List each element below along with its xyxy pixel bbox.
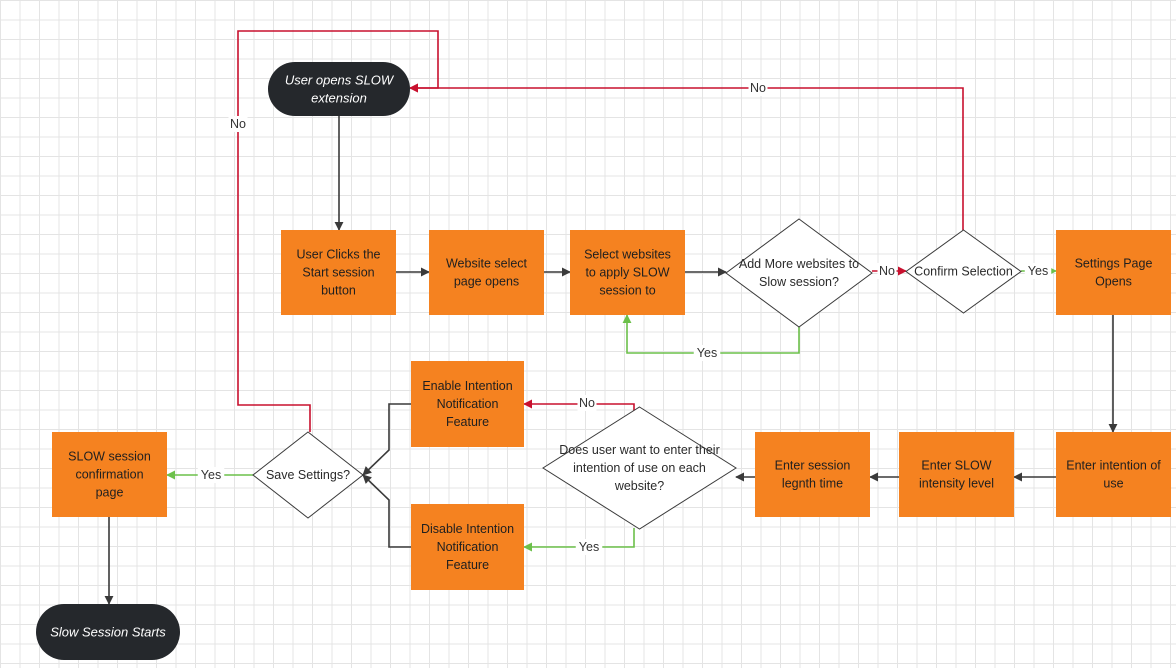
edge-disable-to-save	[362, 474, 411, 548]
edge-label-want-no: No	[577, 395, 597, 411]
node-label-line: legnth time	[782, 477, 843, 491]
process-box	[411, 504, 524, 590]
edge-label-text: Yes	[201, 468, 221, 482]
edge-label-text: No	[750, 81, 766, 95]
edge-label-confirm-yes: Yes	[1024, 263, 1052, 279]
node-confirmation: SLOW session confirmation page	[52, 432, 167, 517]
node-label-line: Enter intention of	[1066, 459, 1161, 473]
edge-confirm-no	[409, 83, 964, 230]
node-label-line: Slow session?	[759, 275, 839, 289]
edge-save-no	[237, 30, 439, 432]
node-label-line: Does user want to enter their	[559, 443, 720, 457]
process-box	[1056, 432, 1171, 517]
edge-label-addmore-no: No	[877, 263, 897, 279]
edge-label-text: No	[879, 264, 895, 278]
node-end: Slow Session Starts	[36, 604, 180, 660]
node-label-line: Enter session	[775, 459, 851, 473]
terminal-pill	[36, 604, 180, 660]
decision-diamond	[905, 229, 1022, 314]
node-label-line: SLOW session	[68, 450, 151, 464]
edge-label-confirm-no: No	[748, 80, 768, 96]
node-label-line: Feature	[446, 558, 489, 572]
node-save-settings: Save Settings?	[252, 431, 364, 519]
node-label-line: Add More websites to	[739, 257, 859, 271]
node-add-more: Add More websites to Slow session?	[725, 218, 873, 328]
node-enter-intensity: Enter SLOW intensity level	[899, 432, 1014, 517]
node-label-line: Confirm Selection	[914, 265, 1013, 279]
process-box	[411, 361, 524, 447]
edge-label-text: Yes	[1028, 264, 1048, 278]
process-box	[570, 230, 685, 315]
edge-label-text: Yes	[697, 346, 717, 360]
node-start: User opens SLOW extension	[268, 62, 410, 116]
process-box	[429, 230, 544, 315]
node-confirm: Confirm Selection	[905, 229, 1022, 314]
node-label-line: button	[321, 284, 356, 298]
node-select-websites: Select websites to apply SLOW session to	[570, 230, 685, 315]
node-label-line: Disable Intention	[421, 522, 514, 536]
node-want-intention: Does user want to enter their intention o…	[542, 406, 737, 530]
node-label-line: to apply SLOW	[585, 266, 669, 280]
node-label-line: Notification	[437, 397, 499, 411]
node-label-line: confirmation	[75, 468, 143, 482]
process-box	[52, 432, 167, 517]
process-box	[755, 432, 870, 517]
edge-label-addmore-yes: Yes	[693, 345, 721, 361]
node-label-line: Opens	[1095, 275, 1132, 289]
node-enter-length: Enter session legnth time	[755, 432, 870, 517]
edge-label-save-yes: Yes	[197, 467, 225, 483]
node-label-line: page	[96, 486, 124, 500]
node-label-line: website?	[614, 479, 664, 493]
node-enter-intention: Enter intention of use	[1056, 432, 1171, 517]
node-label-line: page opens	[454, 275, 519, 289]
edge-want-yes	[523, 528, 635, 552]
node-label-line: Save Settings?	[266, 468, 350, 482]
node-label-line: Website select	[446, 257, 528, 271]
node-website-select: Website select page opens	[429, 230, 544, 315]
edge-label-text: Yes	[579, 540, 599, 554]
node-label-line: Enable Intention	[422, 379, 512, 393]
edge-label-want-yes: Yes	[575, 539, 603, 555]
node-label-line: Select websites	[584, 248, 671, 262]
node-label-line: intention of use on each	[573, 461, 706, 475]
decision-diamond	[725, 218, 873, 328]
node-label-line: Settings Page	[1075, 257, 1153, 271]
process-box	[899, 432, 1014, 517]
node-label-line: intensity level	[919, 477, 994, 491]
terminal-pill	[268, 62, 410, 116]
node-label-line: Notification	[437, 540, 499, 554]
node-label-line: Enter SLOW	[921, 459, 991, 473]
node-label-line: session to	[599, 284, 655, 298]
edge-label-text: No	[230, 117, 246, 131]
process-box	[281, 230, 396, 315]
node-label-line: use	[1103, 477, 1123, 491]
node-label-line: User Clicks the	[296, 248, 380, 262]
edge-label-text: No	[579, 396, 595, 410]
node-label-line: extension	[311, 91, 367, 106]
edges-layer	[104, 30, 1118, 605]
decision-diamond	[252, 431, 364, 519]
node-label-line: User opens SLOW	[285, 73, 395, 88]
edge-enable-to-save	[362, 403, 411, 476]
decision-diamond	[542, 406, 737, 530]
node-label-line: Feature	[446, 415, 489, 429]
node-label-line: Slow Session Starts	[50, 625, 166, 640]
node-label-line: Start session	[302, 266, 374, 280]
edge-label-save-no: No	[228, 116, 248, 132]
process-box	[1056, 230, 1171, 315]
